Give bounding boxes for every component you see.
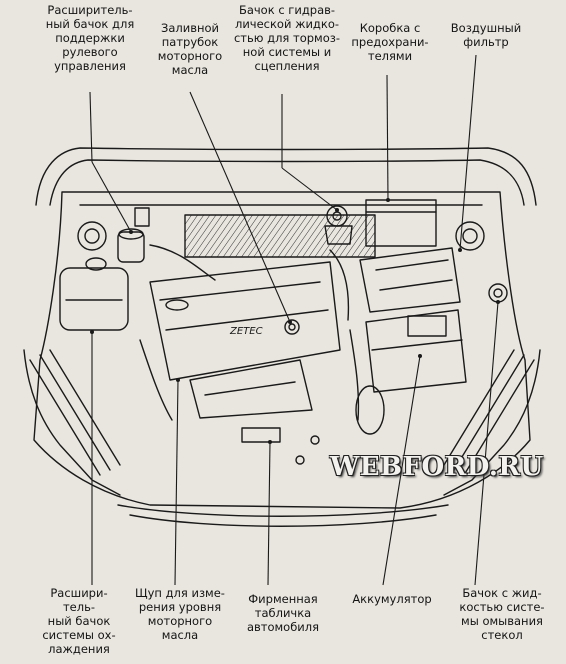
leader-lines <box>89 54 499 586</box>
label-air-filter: Воздушный фильтр <box>450 21 522 49</box>
label-dipstick: Щуп для изме- рения уровня моторного мас… <box>135 586 225 642</box>
label-fuse-box: Коробка с предохрани- телями <box>351 21 429 63</box>
label-washer-reservoir: Бачок с жид- костью систе- мы омывания с… <box>459 586 545 642</box>
svg-text:ZETEC: ZETEC <box>229 326 263 337</box>
label-coolant-tank: Расшири- тель- ный бачок системы ох- лаж… <box>42 586 116 656</box>
label-oil-filler: Заливной патрубок моторного масла <box>157 21 223 77</box>
label-vin-plate: Фирменная табличка автомобиля <box>246 592 320 634</box>
label-steering-reservoir: Расширитель- ный бачок для поддержки рул… <box>45 3 135 73</box>
watermark: WEBFORD.RU <box>330 452 544 482</box>
label-battery: Аккумулятор <box>352 592 432 606</box>
label-brake-fluid-reservoir: Бачок с гидрав- лической жидко- стью для… <box>233 3 341 73</box>
